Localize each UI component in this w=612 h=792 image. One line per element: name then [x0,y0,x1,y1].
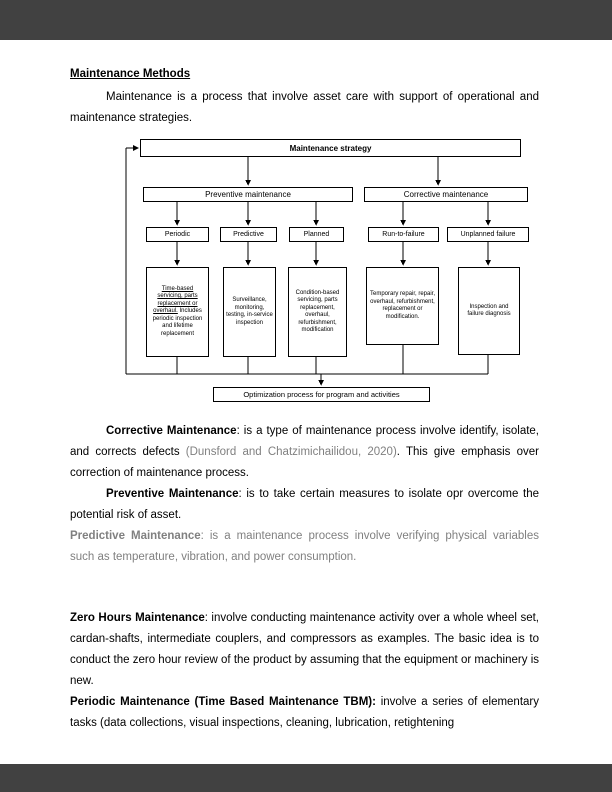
paragraph-lead: Predictive Maintenance [70,530,201,542]
flowchart-box-periodic: Periodic [146,227,209,242]
viewer-background-top [0,0,612,40]
maintenance-strategy-flowchart: Maintenance strategy Preventive maintena… [116,137,536,413]
paragraph-text: : involve conducting maintenance activit… [70,612,539,687]
paragraph-spacer [70,568,539,608]
paragraph-corrective: Corrective Maintenance: is a type of mai… [70,421,539,484]
flowchart-detail-periodic: Time-based servicing, parts replacement … [146,267,209,357]
viewer-background-bottom [0,764,612,792]
flowchart-box-corrective-maintenance: Corrective maintenance [364,187,528,202]
flowchart-detail-run-to-failure: Temporary repair, repair, overhaul, refu… [366,267,439,345]
paragraph-text: : is a type of maintenance process invol… [70,425,539,458]
paragraph-text: : is to take certain measures to isolate… [70,488,539,521]
flowchart-box-run-to-failure: Run-to-failure [368,227,439,242]
page-title: Maintenance Methods [70,68,191,80]
flowchart-connectors [125,145,491,386]
flowchart-detail-planned: Condition-based servicing, parts replace… [288,267,347,357]
detail-underlined-text: Time-based servicing, parts replacement … [153,285,198,315]
flowchart-detail-predictive: Surveillance, monitoring, testing, in-se… [223,267,276,357]
flowchart-box-maintenance-strategy: Maintenance strategy [140,139,521,157]
paragraph-preventive: Preventive Maintenance: is to take certa… [70,484,539,526]
paragraph-lead: Preventive Maintenance [106,488,239,500]
flowchart-box-preventive-maintenance: Preventive maintenance [143,187,353,202]
paragraph-text: : is a maintenance process involve verif… [70,530,540,563]
flowchart-box-unplanned-failure: Unplanned failure [447,227,529,242]
paragraph-zero-hours: Zero Hours Maintenance: involve conducti… [70,608,539,692]
paragraph-text: . This give emphasis over correction of … [70,446,539,479]
paragraph-lead: Zero Hours Maintenance [70,612,205,624]
citation-text: (Dunsford and Chatzimichailidou, 2020) [185,446,397,458]
paragraph-lead: Periodic Maintenance (Time Based Mainten… [70,696,376,708]
flowchart-box-predictive: Predictive [220,227,277,242]
flowchart-box-optimization: Optimization process for program and act… [213,387,430,402]
paragraph-text: Maintenance is a process that involve as… [70,91,539,124]
paragraph-periodic: Periodic Maintenance (Time Based Mainten… [70,692,539,734]
document-page: Maintenance Methods Maintenance is a pro… [0,40,612,764]
paragraph-intro: Maintenance is a process that involve as… [70,87,539,129]
paragraph-lead: Corrective Maintenance [106,425,237,437]
flowchart-detail-unplanned-failure: Inspection and failure diagnosis [458,267,520,355]
flowchart-box-planned: Planned [289,227,344,242]
detail-text: Includes periodic inspection and lifetim… [152,308,203,337]
paragraph-text: involve a series of elementary tasks (da… [70,696,540,729]
paragraph-predictive: Predictive Maintenance: is a maintenance… [70,526,539,568]
